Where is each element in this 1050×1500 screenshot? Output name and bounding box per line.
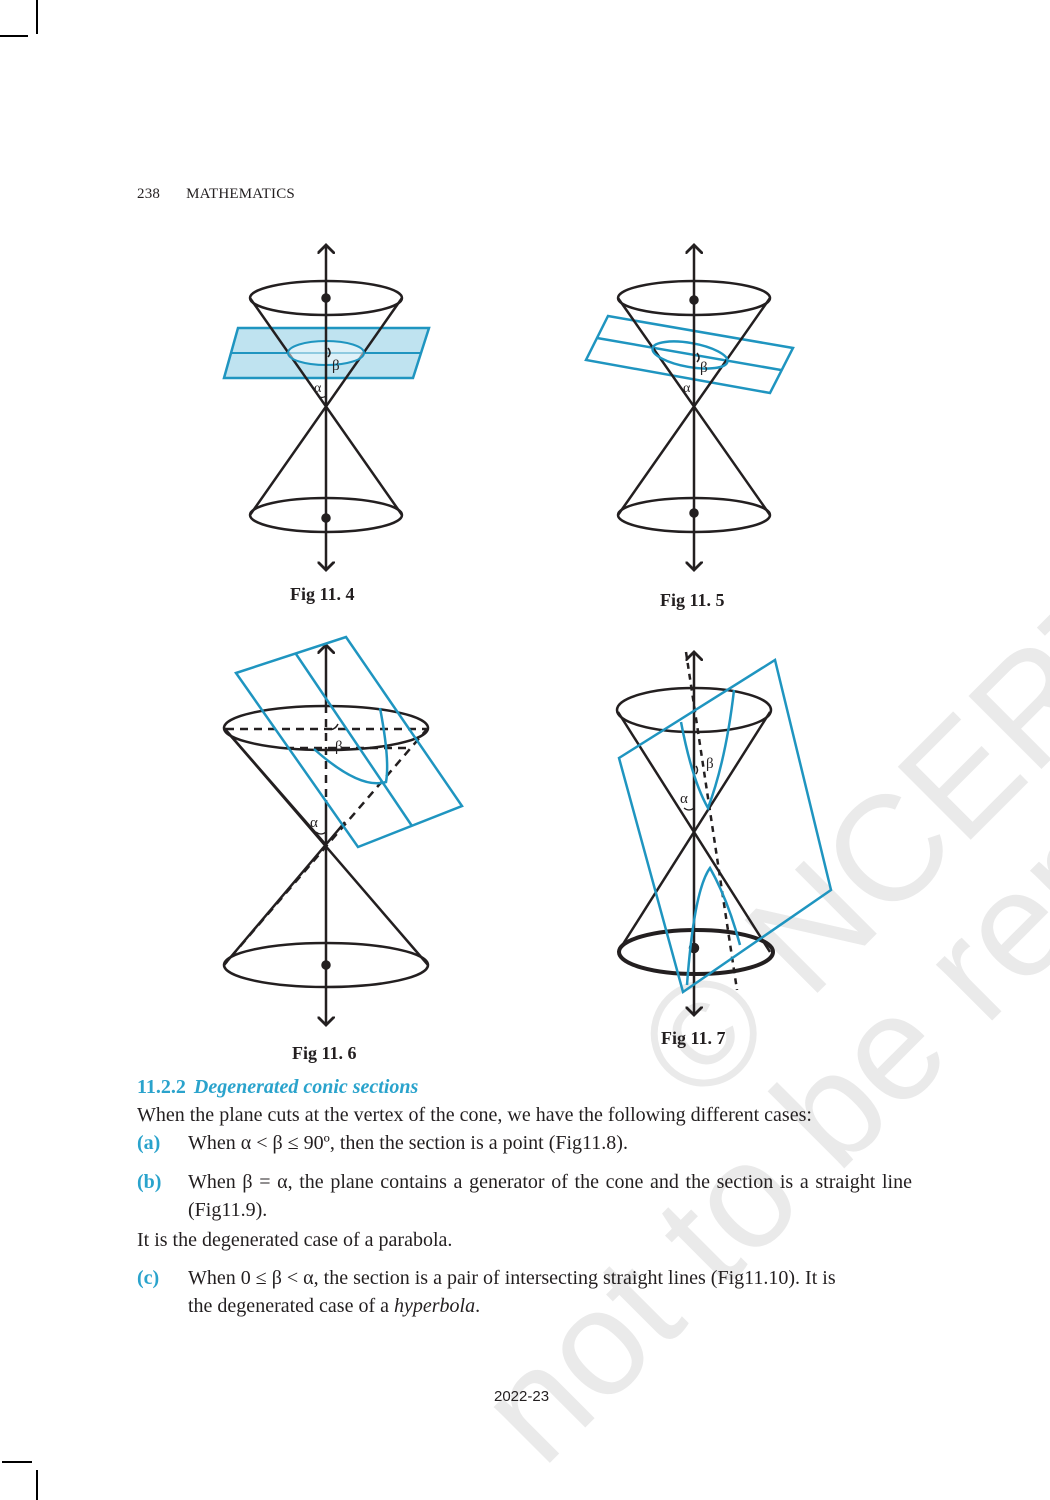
fig-11-4-alpha-label: α — [314, 381, 322, 396]
page-number: 238 — [137, 186, 161, 202]
case-b-text: When β = α, the plane contains a generat… — [188, 1171, 912, 1221]
case-a-text: When α < β ≤ 90º, then the section is a … — [188, 1132, 628, 1154]
case-c-label: (c) — [137, 1267, 160, 1289]
fig-11-5-beta-label: β — [700, 360, 708, 376]
fig-11-6-alpha-label: α — [310, 815, 318, 831]
hyperbola-emphasis: hyperbola — [394, 1295, 476, 1317]
crop-mark-top-vertical — [36, 0, 38, 34]
section-heading: 11.2.2 Degenerated conic sections — [137, 1076, 418, 1099]
fig-11-7-alpha-label: α — [680, 791, 688, 807]
crop-mark-bottom-horizontal — [2, 1461, 32, 1463]
case-c-text: When 0 ≤ β < α, the section is a pair of… — [188, 1264, 912, 1320]
subject-title: MATHEMATICS — [186, 186, 295, 202]
parabola-note: It is the degenerated case of a parabola… — [137, 1229, 453, 1251]
crop-mark-top-horizontal — [0, 35, 28, 37]
fig-11-7-beta-label: β — [706, 756, 714, 772]
case-c-line-2-post: . — [475, 1295, 481, 1317]
fig-11-4-caption: Fig 11. 4 — [290, 584, 355, 604]
fig-11-6-caption: Fig 11. 6 — [292, 1043, 357, 1063]
figure-11-7 — [615, 652, 833, 1015]
case-a: (a) When α < β ≤ 90º, then the section i… — [137, 1129, 912, 1157]
section-number: 11.2.2 — [137, 1076, 186, 1098]
fig-11-7-caption: Fig 11. 7 — [661, 1028, 726, 1048]
section-intro: When the plane cuts at the vertex of the… — [137, 1104, 812, 1126]
case-a-label: (a) — [137, 1132, 161, 1154]
figure-11-4 — [222, 245, 431, 570]
fig-11-5-caption: Fig 11. 5 — [660, 590, 725, 610]
case-c: (c) When 0 ≤ β < α, the section is a pai… — [137, 1264, 912, 1320]
crop-mark-bottom-vertical — [36, 1470, 38, 1500]
section-title: Degenerated conic sections — [193, 1076, 419, 1098]
case-b: (b) When β = α, the plane contains a gen… — [137, 1168, 912, 1224]
case-b-label: (b) — [137, 1171, 162, 1193]
figure-11-5 — [584, 245, 795, 570]
fig-11-4-beta-label: β — [332, 358, 340, 374]
case-c-line-1: When 0 ≤ β < α, the section is a pair of… — [188, 1267, 836, 1289]
footer-year: 2022-23 — [494, 1388, 550, 1405]
case-c-line-2-pre: the degenerated case of a — [188, 1295, 394, 1317]
fig-11-6-beta-label: β — [335, 739, 343, 755]
running-header: 238 MATHEMATICS — [137, 186, 295, 203]
figure-11-6 — [222, 635, 464, 1025]
fig-11-5-alpha-label: α — [683, 381, 691, 396]
